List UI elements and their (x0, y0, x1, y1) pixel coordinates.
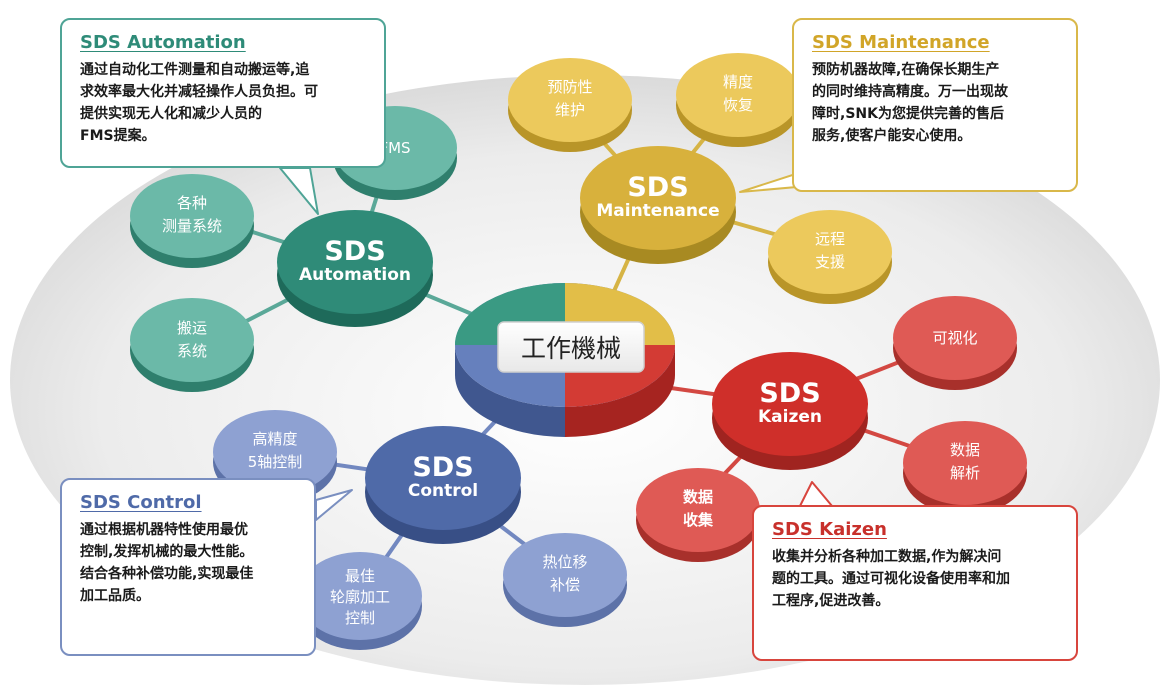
box-title-kaizen: SDS Kaizen (772, 519, 887, 540)
satellite-thermal-compensation: 热位移 补偿 (503, 533, 627, 627)
svg-text:5轴控制: 5轴控制 (248, 453, 303, 471)
svg-text:轮廓加工: 轮廓加工 (330, 588, 390, 606)
satellite-transport-systems: 搬运 系统 (130, 298, 254, 392)
svg-text:补偿: 补偿 (550, 576, 580, 594)
description-box-kaizen: SDS Kaizen 收集并分析各种加工数据,作为解决问 题的工具。通过可视化设… (752, 505, 1078, 661)
svg-text:支援: 支援 (815, 253, 845, 271)
svg-text:高精度: 高精度 (252, 430, 297, 448)
svg-text:SDS: SDS (324, 236, 385, 267)
satellite-visualization: 可视化 (893, 296, 1017, 390)
svg-text:Maintenance: Maintenance (596, 201, 719, 221)
satellite-data-collection: 数据 收集 (636, 468, 760, 562)
box-body-kaizen: 收集并分析各种加工数据,作为解决问 题的工具。通过可视化设备使用率和加 工程序,… (772, 549, 1010, 609)
center-pie: 工作機械 (455, 283, 675, 437)
satellite-data-analysis: 数据 解析 (903, 421, 1027, 515)
satellite-preventive-maintenance: 预防性 维护 (508, 58, 632, 152)
satellite-contour-control: 最佳 轮廓加工 控制 (298, 552, 422, 650)
svg-text:SDS: SDS (759, 378, 820, 409)
description-box-maintenance: SDS Maintenance 预防机器故障,在确保长期生产 的同时维持高精度。… (792, 18, 1078, 192)
svg-text:数据: 数据 (683, 488, 713, 506)
svg-text:恢复: 恢复 (723, 96, 753, 114)
description-box-automation: SDS Automation 通过自动化工件测量和自动搬运等,追 求效率最大化并… (60, 18, 386, 168)
svg-text:预防性: 预防性 (547, 78, 592, 96)
box-title-maintenance: SDS Maintenance (812, 32, 990, 53)
box-title-control: SDS Control (80, 492, 202, 513)
satellite-remote-support: 远程 支援 (768, 210, 892, 304)
svg-text:远程: 远程 (815, 230, 845, 248)
svg-text:测量系统: 测量系统 (162, 217, 222, 235)
svg-text:精度: 精度 (723, 73, 753, 91)
box-body-maintenance: 预防机器故障,在确保长期生产 的同时维持高精度。万一出现故 障时,SNK为您提供… (812, 62, 1008, 144)
center-label-box (497, 321, 645, 373)
box-title-automation: SDS Automation (80, 32, 246, 53)
satellite-precision-recovery: 精度 恢复 (676, 53, 800, 147)
svg-text:Control: Control (408, 481, 478, 501)
svg-text:系统: 系统 (177, 342, 207, 360)
center-label: 工作機械 (521, 334, 621, 363)
svg-text:维护: 维护 (555, 101, 585, 119)
hub-automation: SDS Automation (277, 210, 433, 327)
svg-text:SDS: SDS (412, 452, 473, 483)
svg-text:控制: 控制 (345, 609, 375, 627)
svg-text:解析: 解析 (950, 464, 980, 482)
hub-maintenance: SDS Maintenance (580, 146, 736, 264)
hub-kaizen: SDS Kaizen (712, 352, 868, 470)
satellite-measure-systems: 各种 测量系统 (130, 174, 254, 268)
description-box-control: SDS Control 通过根据机器特性使用最优 控制,发挥机械的最大性能。 结… (60, 478, 316, 656)
svg-text:搬运: 搬运 (177, 319, 207, 337)
svg-text:SDS: SDS (627, 172, 688, 203)
callout-pointer-automation (279, 167, 319, 215)
svg-text:数据: 数据 (950, 441, 980, 459)
svg-text:收集: 收集 (683, 511, 714, 529)
svg-text:热位移: 热位移 (542, 553, 587, 571)
box-body-control: 通过根据机器特性使用最优 控制,发挥机械的最大性能。 结合各种补偿功能,实现最佳… (80, 522, 254, 604)
svg-text:可视化: 可视化 (932, 329, 977, 347)
svg-text:Kaizen: Kaizen (758, 407, 822, 427)
svg-text:各种: 各种 (177, 194, 207, 212)
callout-pointer-control (315, 489, 353, 521)
hub-control: SDS Control (365, 426, 521, 544)
svg-text:FMS: FMS (379, 139, 410, 157)
svg-text:Automation: Automation (299, 265, 411, 285)
svg-text:最佳: 最佳 (345, 567, 375, 585)
box-body-automation: 通过自动化工件测量和自动搬运等,追 求效率最大化并减轻操作人员负担。可 提供实现… (80, 62, 318, 144)
